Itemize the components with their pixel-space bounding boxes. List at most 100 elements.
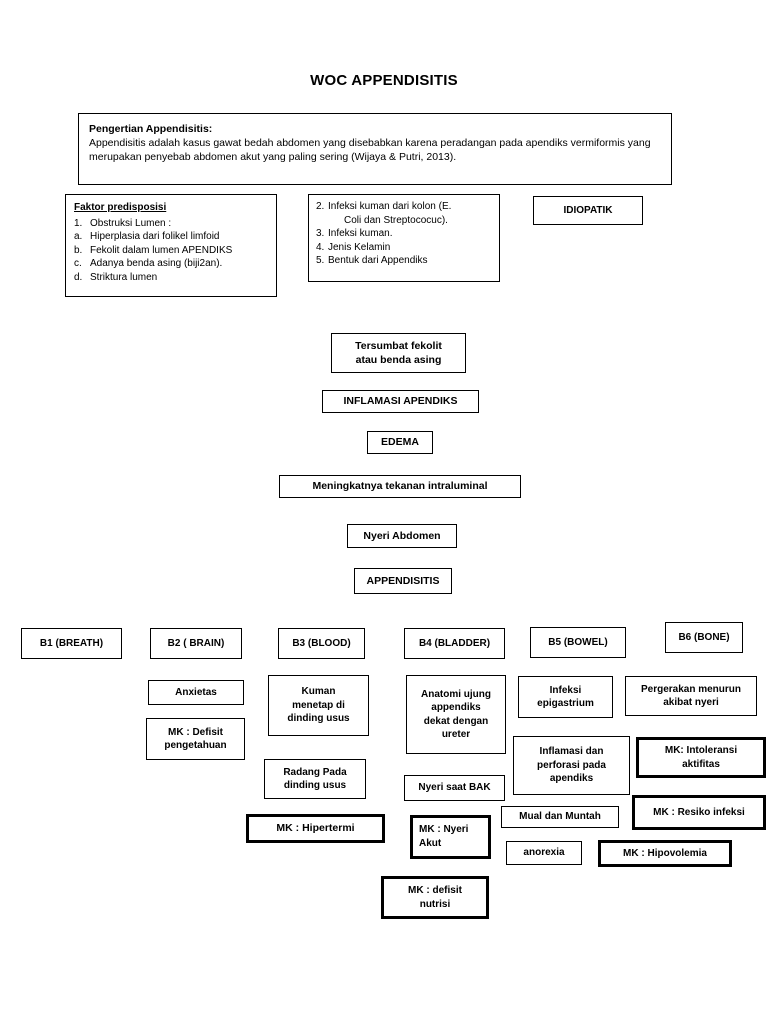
list-item: d. Striktura lumen xyxy=(74,271,268,285)
node-label-line1: Radang Pada xyxy=(283,766,347,778)
column-header-b4: B4 (BLADDER) xyxy=(404,628,505,659)
node-nyeri-abdomen: Nyeri Abdomen xyxy=(347,524,457,548)
column-label: B4 (BLADDER) xyxy=(418,637,491,649)
node-mk-nyeri-akut: MK : Nyeri Akut xyxy=(410,815,491,859)
node-infeksi-epigastrium: Infeksi epigastrium xyxy=(518,676,613,718)
node-label-line1: MK : Defisit xyxy=(168,726,223,738)
node-label-line3: apendiks xyxy=(549,773,594,785)
list-marker: 5. xyxy=(316,255,325,266)
node-radang-dinding-usus: Radang Pada dinding usus xyxy=(264,759,366,799)
list-marker: 3. xyxy=(316,228,325,239)
node-label: anorexia xyxy=(523,847,565,859)
node-label: EDEMA xyxy=(381,436,419,449)
column-label: B3 (BLOOD) xyxy=(292,637,351,649)
node-label: MK : Resiko infeksi xyxy=(653,806,745,818)
list-text: Striktura lumen xyxy=(90,271,158,283)
definition-box: Pengertian Appendisitis: Appendisitis ad… xyxy=(78,113,672,185)
node-label: INFLAMASI APENDIKS xyxy=(343,395,458,408)
node-label: Nyeri saat BAK xyxy=(418,782,491,794)
column-label: B5 (BOWEL) xyxy=(548,636,608,648)
node-pergerakan-menurun: Pergerakan menurun akibat nyeri xyxy=(625,676,757,716)
node-label: Meningkatnya tekanan intraluminal xyxy=(312,480,488,493)
node-label-line1: Inflamasi dan xyxy=(539,746,604,758)
node-label-line1: Anatomi ujung xyxy=(421,688,491,700)
node-label-line2: menetap di xyxy=(292,699,345,711)
node-label: Nyeri Abdomen xyxy=(363,529,441,542)
node-anxietas: Anxietas xyxy=(148,680,244,705)
node-mk-hipovolemia: MK : Hipovolemia xyxy=(598,840,732,867)
list-marker: c. xyxy=(74,258,82,269)
node-label: Mual dan Muntah xyxy=(519,811,601,823)
list-text: Fekolit dalam lumen APENDIKS xyxy=(90,244,233,256)
node-label-line2: epigastrium xyxy=(537,698,594,709)
node-label-line1: MK : defisit xyxy=(408,885,462,896)
node-nyeri-saat-bak: Nyeri saat BAK xyxy=(404,775,505,801)
list-text: Obstruksi Lumen : xyxy=(90,217,172,229)
list-marker: 1. xyxy=(74,217,83,229)
node-label: MK : Hipovolemia xyxy=(623,847,707,859)
node-tersumbat-fekolit: Tersumbat fekolit atau benda asing xyxy=(331,333,466,373)
list-text: Infeksi kuman. xyxy=(328,228,393,239)
list-text: Coli dan Streptococuc). xyxy=(344,214,448,226)
causes-list: 2. Infeksi kuman dari kolon (E. Coli dan… xyxy=(316,200,492,268)
definition-body: Appendisitis adalah kasus gawat bedah ab… xyxy=(89,137,651,164)
node-anatomi-ujung-appendiks: Anatomi ujung appendiks dekat dengan ure… xyxy=(406,675,506,754)
node-label-line2: pengetahuan xyxy=(164,740,227,751)
node-label-line1: MK: Intoleransi xyxy=(664,745,738,756)
node-label-line2: Akut xyxy=(419,837,442,849)
node-mual-dan-muntah: Mual dan Muntah xyxy=(501,806,619,828)
list-text: Bentuk dari Appendiks xyxy=(328,255,428,266)
list-item: Coli dan Streptococuc). xyxy=(316,214,492,228)
node-label-line2: akibat nyeri xyxy=(663,697,719,708)
predisposing-list: 1. Obstruksi Lumen : a. Hiperplasia dari… xyxy=(74,217,268,285)
list-item: c. Adanya benda asing (biji2an). xyxy=(74,257,268,271)
node-label: IDIOPATIK xyxy=(563,204,613,216)
definition-heading: Pengertian Appendisitis: xyxy=(89,123,213,135)
list-item: b. Fekolit dalam lumen APENDIKS xyxy=(74,244,268,258)
node-label-line2: aktifitas xyxy=(682,758,720,770)
node-kuman-menetap: Kuman menetap di dinding usus xyxy=(268,675,369,736)
node-label-line2: atau benda asing xyxy=(355,354,442,366)
node-edema: EDEMA xyxy=(367,431,433,454)
page-title: WOC APPENDISITIS xyxy=(310,72,458,89)
causes-box: 2. Infeksi kuman dari kolon (E. Coli dan… xyxy=(308,194,500,282)
column-header-b6: B6 (BONE) xyxy=(665,622,743,653)
list-marker: 4. xyxy=(316,241,325,253)
list-text: Infeksi kuman dari kolon (E. xyxy=(328,201,452,212)
node-label-line2: appendiks xyxy=(431,702,481,713)
node-label-line1: Kuman xyxy=(301,686,336,698)
list-marker: d. xyxy=(74,271,83,283)
node-label-line2: perforasi pada xyxy=(537,759,606,771)
node-label: Anxietas xyxy=(175,686,217,698)
column-header-b1: B1 (BREATH) xyxy=(21,628,122,659)
list-text: Jenis Kelamin xyxy=(328,241,391,253)
node-label-line3: dekat dengan xyxy=(423,715,489,727)
column-header-b3: B3 (BLOOD) xyxy=(278,628,365,659)
node-mk-intoleransi-aktifitas: MK: Intoleransi aktifitas xyxy=(636,737,766,778)
node-label-line1: Pergerakan menurun xyxy=(640,683,742,695)
column-label: B1 (BREATH) xyxy=(39,637,104,649)
node-appendisitis: APPENDISITIS xyxy=(354,568,452,594)
node-mk-defisit-nutrisi: MK : defisit nutrisi xyxy=(381,876,489,919)
node-mk-resiko-infeksi: MK : Resiko infeksi xyxy=(632,795,766,830)
list-marker xyxy=(316,214,328,228)
node-label-line4: ureter xyxy=(441,729,471,740)
column-label: B2 ( BRAIN) xyxy=(167,637,225,649)
node-label-line3: dinding usus xyxy=(287,713,350,725)
node-label-line2: dinding usus xyxy=(283,780,347,791)
node-idiopatik: IDIOPATIK xyxy=(533,196,643,225)
node-label-line1: MK : Nyeri xyxy=(419,824,469,835)
column-header-b2: B2 ( BRAIN) xyxy=(150,628,242,659)
list-item: 2. Infeksi kuman dari kolon (E. xyxy=(316,200,492,214)
node-label-line2: nutrisi xyxy=(419,898,451,910)
column-label: B6 (BONE) xyxy=(678,631,730,643)
list-item: 1. Obstruksi Lumen : xyxy=(74,217,268,231)
node-label-line1: Tersumbat fekolit xyxy=(355,339,442,352)
list-item: 5. Bentuk dari Appendiks xyxy=(316,254,492,268)
node-label: APPENDISITIS xyxy=(366,574,440,587)
list-item: 4. Jenis Kelamin xyxy=(316,241,492,255)
list-text: Hiperplasia dari folikel limfoid xyxy=(90,231,220,242)
predisposing-factors-box: Faktor predisposisi 1. Obstruksi Lumen :… xyxy=(65,194,277,297)
list-marker: b. xyxy=(74,244,83,256)
